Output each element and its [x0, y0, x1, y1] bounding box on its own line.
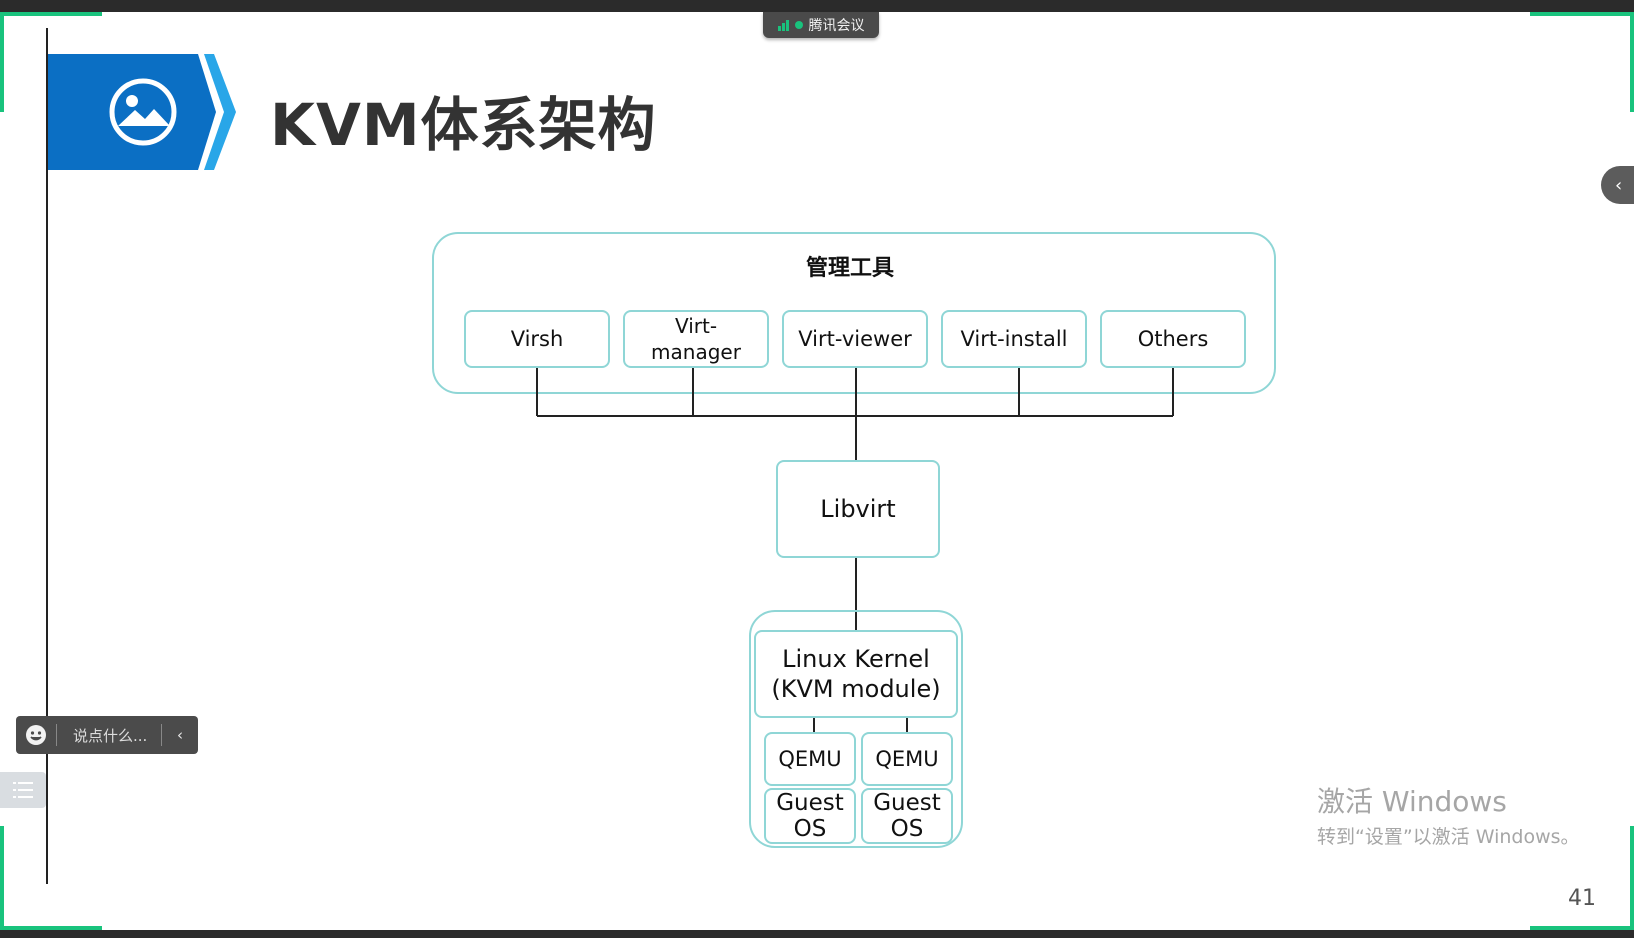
kernel-line-2: (KVM module)	[771, 675, 941, 703]
chat-input-bar[interactable]: 说点什么... ‹	[16, 716, 198, 754]
chat-separator	[56, 724, 57, 746]
page-number: 41	[1568, 886, 1596, 911]
corner-bottom-right-v	[1630, 826, 1634, 930]
corner-top-right-v	[1630, 12, 1634, 112]
management-tools-group	[432, 232, 1276, 394]
status-dot-icon	[794, 21, 803, 29]
guest-2-line-1: Guest	[873, 790, 941, 816]
list-icon	[13, 782, 33, 798]
kernel-line-1: Linux Kernel	[782, 645, 930, 673]
windows-activation-watermark: 激活 Windows 转到“设置”以激活 Windows。	[1317, 780, 1580, 849]
chevron-left-icon[interactable]: ‹	[161, 724, 198, 746]
guest-2-line-2: OS	[890, 816, 924, 842]
meeting-app-label: 腾讯会议	[808, 18, 865, 34]
tool-virt-install: Virt-install	[941, 310, 1087, 368]
side-panel-toggle[interactable]: ‹	[1601, 166, 1634, 204]
slide-title: KVM体系架构	[270, 91, 657, 159]
corner-bottom-left-v	[0, 826, 4, 930]
signal-icon	[777, 19, 789, 31]
chat-placeholder[interactable]: 说点什么...	[73, 726, 148, 745]
watermark-line-2: 转到“设置”以激活 Windows。	[1317, 826, 1580, 848]
corner-top-right-h	[1530, 12, 1634, 16]
libvirt-box: Libvirt	[776, 460, 940, 558]
watermark-line-1: 激活 Windows	[1317, 785, 1507, 818]
tool-others: Others	[1100, 310, 1246, 368]
qemu-box-1: QEMU	[764, 732, 856, 786]
linux-kernel-box: Linux Kernel (KVM module)	[754, 630, 958, 718]
bottom-bar	[0, 930, 1634, 938]
guest-1-line-1: Guest	[776, 790, 844, 816]
management-tools-label: 管理工具	[806, 256, 895, 281]
list-button[interactable]	[0, 772, 46, 808]
image-icon	[109, 78, 177, 146]
top-bar	[0, 0, 1634, 12]
tool-virt-viewer: Virt-viewer	[782, 310, 928, 368]
smile-icon[interactable]	[16, 724, 56, 746]
qemu-box-2: QEMU	[861, 732, 953, 786]
meeting-indicator[interactable]: 腾讯会议	[763, 12, 879, 38]
guest-1-line-2: OS	[793, 816, 827, 842]
slide-left-border	[46, 28, 48, 884]
title-banner	[48, 54, 236, 170]
tool-virt-manager: Virt- manager	[623, 310, 769, 368]
guest-os-box-1: Guest OS	[764, 788, 856, 844]
corner-bottom-right-h	[1530, 926, 1634, 930]
kernel-group	[749, 610, 963, 848]
corner-bottom-left-h	[0, 926, 102, 930]
guest-os-box-2: Guest OS	[861, 788, 953, 844]
chevron-left-icon: ‹	[1615, 174, 1623, 196]
tool-virsh: Virsh	[464, 310, 610, 368]
corner-top-left-h	[0, 12, 102, 16]
corner-top-left-v	[0, 12, 4, 112]
